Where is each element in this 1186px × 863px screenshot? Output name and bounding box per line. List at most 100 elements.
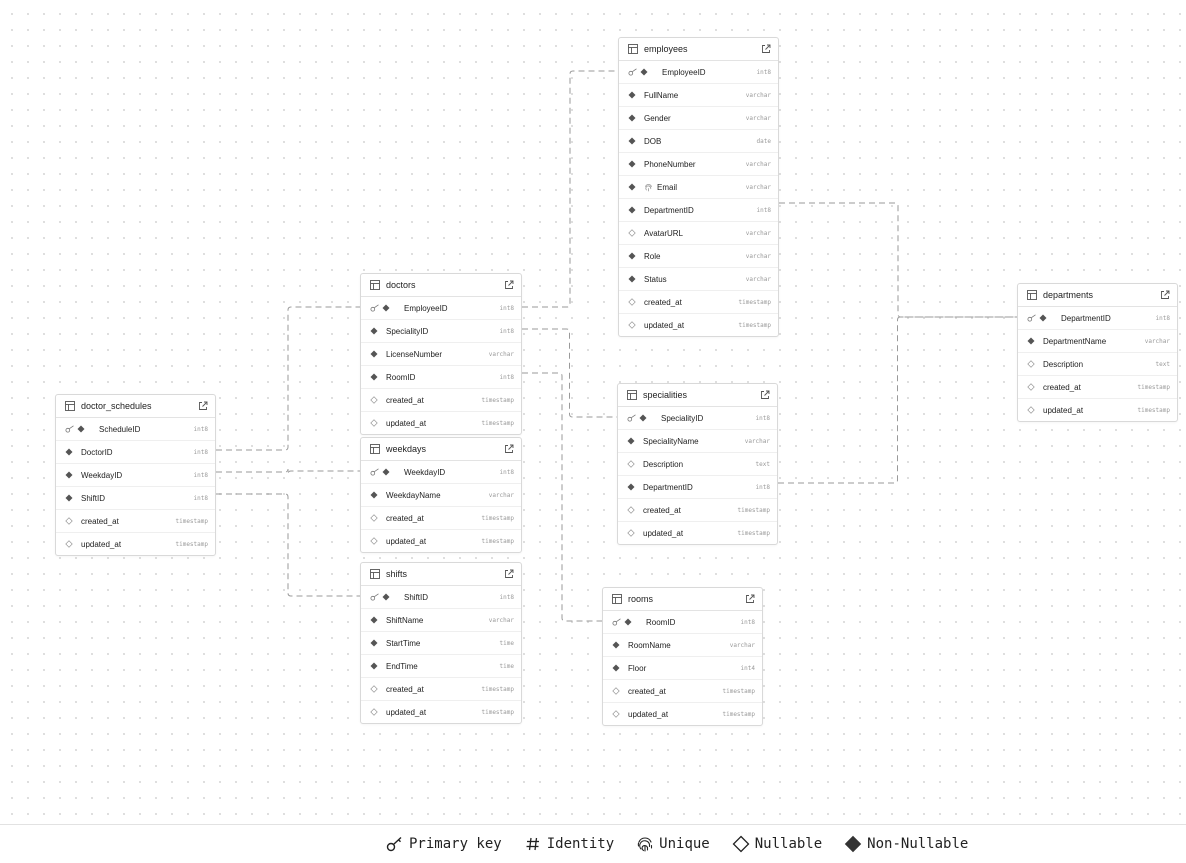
field-name: AvatarURL: [644, 228, 683, 238]
table-header[interactable]: rooms: [603, 588, 762, 611]
table-header[interactable]: employees: [619, 38, 778, 61]
field-type: timestamp: [737, 506, 770, 514]
open-table-icon[interactable]: [504, 569, 514, 579]
open-table-icon[interactable]: [745, 594, 755, 604]
legend-nullable-label: Nullable: [754, 836, 823, 852]
field-name: Description: [643, 459, 684, 469]
non-nullable-icon: [627, 437, 635, 445]
primary-key-icon: [627, 414, 637, 422]
filled-diamond-icon: [844, 835, 862, 853]
non-nullable-icon: [1027, 337, 1035, 345]
open-table-icon[interactable]: [198, 401, 208, 411]
nullable-icon: [627, 460, 635, 468]
field-name: created_at: [1043, 382, 1081, 392]
open-table-icon[interactable]: [504, 280, 514, 290]
field-type: int8: [193, 448, 208, 456]
table-header[interactable]: shifts: [361, 563, 521, 586]
field-type: timestamp: [738, 321, 771, 329]
field-type: int8: [740, 618, 755, 626]
non-nullable-icon: [628, 160, 636, 168]
table-header[interactable]: departments: [1018, 284, 1177, 307]
table-header[interactable]: doctors: [361, 274, 521, 297]
legend-unique: Unique: [636, 835, 710, 853]
primary-key-icon: [370, 304, 380, 312]
open-table-icon[interactable]: [760, 390, 770, 400]
field-type: varchar: [745, 183, 771, 191]
field-name: DepartmentID: [644, 205, 694, 215]
open-table-icon[interactable]: [504, 444, 514, 454]
table-header[interactable]: weekdays: [361, 438, 521, 461]
non-nullable-icon: [628, 137, 636, 145]
table-header[interactable]: specialities: [618, 384, 777, 407]
nullable-icon: [370, 396, 378, 404]
field-name: DOB: [644, 136, 662, 146]
open-table-icon[interactable]: [761, 44, 771, 54]
table-header[interactable]: doctor_schedules: [56, 395, 215, 418]
field-type: varchar: [745, 91, 771, 99]
open-table-icon[interactable]: [1160, 290, 1170, 300]
nullable-icon: [1027, 406, 1035, 414]
